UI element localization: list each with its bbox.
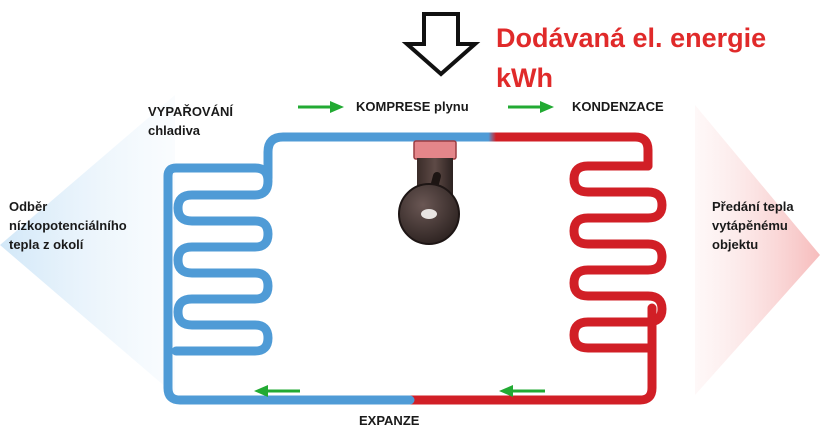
pipe-bottom-cold	[163, 163, 415, 405]
heat-intake-label-line1: Odběr	[9, 199, 48, 214]
energy-label-line2: kWh	[496, 63, 553, 93]
heat-output-arrow	[695, 105, 820, 395]
pipe-top	[263, 132, 653, 183]
condenser-coil	[569, 161, 667, 353]
compression-label: KOMPRESE plynu	[356, 99, 469, 114]
evaporation-label-line1: VYPAŘOVÁNÍ	[148, 104, 233, 119]
flow-arrow-bottom-right	[499, 385, 545, 397]
energy-label-line1: Dodávaná el. energie	[496, 23, 767, 53]
compressor	[398, 140, 460, 245]
heat-intake-arrow	[0, 95, 175, 395]
heat-output-label-line1: Předání tepla	[712, 199, 794, 214]
compressor-head	[413, 140, 457, 160]
evaporation-label-line2: chladiva	[148, 123, 201, 138]
flow-arrow-top-left	[298, 101, 344, 113]
heat-intake-label: Odběr nízkopotenciálního tepla z okolí	[9, 197, 127, 254]
evaporation-label: VYPAŘOVÁNÍ chladiva	[148, 102, 233, 140]
flywheel-hub	[421, 209, 437, 219]
condensation-label: KONDENZACE	[572, 99, 664, 114]
flow-arrow-bottom-left	[254, 385, 300, 397]
flow-arrow-top-right	[508, 101, 554, 113]
energy-input-arrow	[401, 12, 481, 77]
heat-output-label-line3: objektu	[712, 237, 759, 252]
pipe-bottom-hot	[405, 303, 657, 405]
heat-output-label: Předání tepla vytápěnému objektu	[712, 197, 794, 254]
energy-label: Dodávaná el. energie kWh	[496, 18, 766, 98]
heat-intake-label-line2: nízkopotenciálního	[9, 218, 127, 233]
heat-output-label-line2: vytápěnému	[712, 218, 788, 233]
expansion-label: EXPANZE	[359, 413, 420, 428]
evaporator-coil	[171, 163, 273, 356]
heat-intake-label-line3: tepla z okolí	[9, 237, 84, 252]
